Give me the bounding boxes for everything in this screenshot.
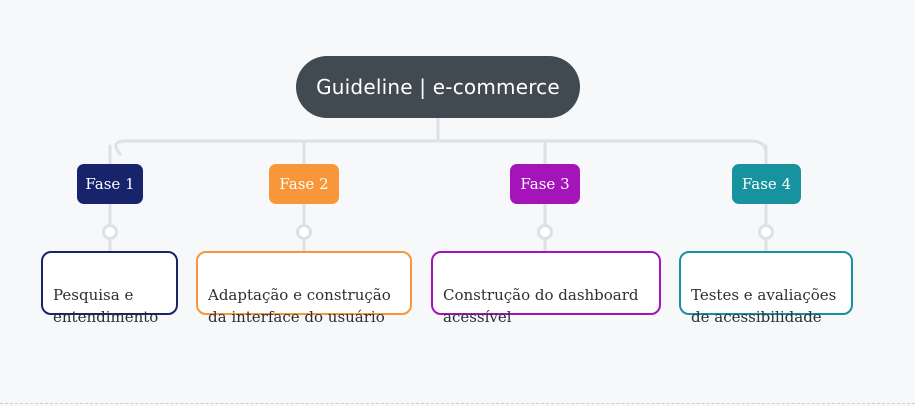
root-topic[interactable]: Guideline | e-commerce: [296, 56, 580, 118]
root-topic-label: Guideline | e-commerce: [316, 75, 560, 99]
phase-4-description: Testes e avaliações de acessibilidade: [691, 286, 837, 326]
phase-4-description-card[interactable]: Testes e avaliações de acessibilidade: [679, 251, 853, 326]
phase-2-description-card[interactable]: Adaptação e construção da interface do u…: [196, 251, 412, 326]
phase-3-description-card[interactable]: Construção do dashboard acessível: [431, 251, 661, 326]
connector-node-1: [102, 224, 118, 240]
connector-node-2: [296, 224, 312, 240]
phase-1-description: Pesquisa e entendimento: [53, 286, 159, 326]
phase-3-tag[interactable]: Fase 3: [510, 164, 580, 204]
phase-3-description: Construção do dashboard acessível: [443, 286, 639, 326]
phase-2-label: Fase 2: [279, 175, 329, 193]
phase-1-description-card[interactable]: Pesquisa e entendimento: [41, 251, 178, 326]
connector-node-3: [537, 224, 553, 240]
phase-1-tag[interactable]: Fase 1: [77, 164, 143, 204]
phase-1-label: Fase 1: [85, 175, 135, 193]
phase-3-label: Fase 3: [520, 175, 570, 193]
phase-4-tag[interactable]: Fase 4: [732, 164, 801, 204]
phase-4-label: Fase 4: [741, 175, 792, 193]
phase-2-tag[interactable]: Fase 2: [269, 164, 339, 204]
connector-horizontal-bar: [114, 139, 768, 156]
connector-node-4: [758, 224, 774, 240]
phase-2-description: Adaptação e construção da interface do u…: [208, 286, 391, 326]
bottom-divider: [0, 403, 915, 404]
